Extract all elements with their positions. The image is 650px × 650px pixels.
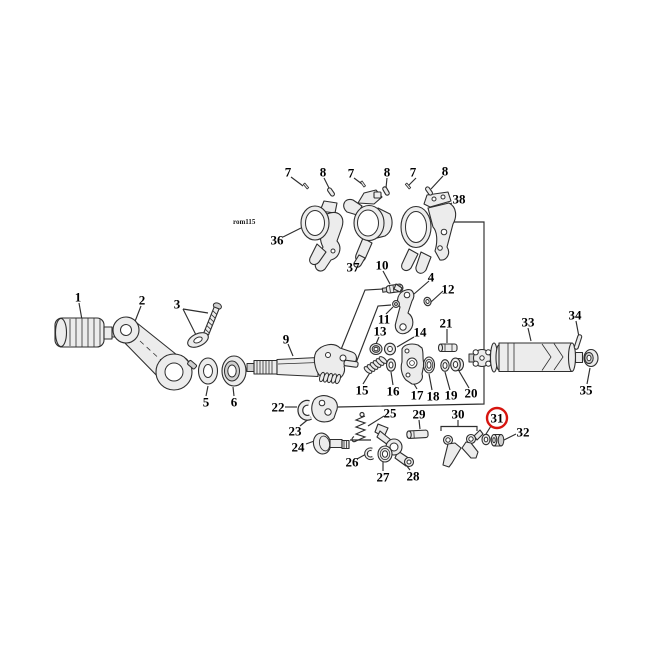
part-34	[573, 334, 583, 350]
part-08-pins	[327, 186, 433, 197]
callout-15: 15	[356, 383, 370, 398]
callout-5: 5	[203, 395, 210, 410]
callout-11: 11	[378, 312, 390, 327]
callout-38: 38	[453, 192, 467, 207]
part-28	[374, 423, 415, 468]
part-29	[406, 429, 429, 439]
callout-8: 8	[384, 165, 391, 180]
callout-4: 4	[428, 270, 435, 285]
part-09	[246, 343, 359, 385]
callout-28: 28	[407, 469, 421, 484]
callout-27: 27	[377, 470, 391, 485]
part-23	[311, 395, 338, 423]
callout-31: 31	[491, 411, 504, 426]
callout-30: 30	[452, 407, 465, 422]
part-36	[300, 200, 344, 272]
part-19	[440, 359, 450, 372]
callout-2: 2	[139, 293, 146, 308]
callout-25: 25	[384, 406, 398, 421]
part-22	[297, 399, 312, 421]
part-38	[400, 191, 457, 274]
callout-1: 1	[75, 290, 82, 305]
part-27	[377, 445, 393, 463]
part-24	[312, 432, 350, 455]
part-30	[442, 429, 484, 468]
callout-16: 16	[387, 384, 401, 399]
part-25	[351, 411, 367, 443]
callout-29: 29	[413, 407, 427, 422]
callout-36: 36	[271, 233, 285, 248]
callout-20: 20	[465, 386, 478, 401]
part-02	[112, 316, 198, 391]
callout-8: 8	[442, 164, 449, 179]
callout-6: 6	[231, 395, 238, 410]
callout-23: 23	[289, 424, 303, 439]
part-05	[197, 357, 219, 385]
callout-12: 12	[442, 282, 455, 297]
callout-22: 22	[272, 400, 285, 415]
callout-8: 8	[320, 165, 327, 180]
part-21	[437, 343, 458, 353]
part-12	[423, 296, 432, 307]
part-35	[583, 348, 599, 368]
part-17	[400, 343, 425, 385]
callout-9: 9	[283, 332, 290, 347]
callout-13: 13	[374, 324, 388, 339]
part-18	[422, 356, 436, 374]
part-06	[221, 355, 247, 387]
callout-14: 14	[414, 325, 428, 340]
part-13	[369, 342, 383, 356]
part-33	[468, 342, 584, 373]
callout-10: 10	[376, 258, 389, 273]
callout-35: 35	[580, 383, 594, 398]
callout-37: 37	[347, 260, 361, 275]
part-32	[490, 433, 505, 447]
part-01	[54, 317, 118, 348]
part-07-pins	[302, 180, 412, 190]
part-15	[363, 356, 388, 374]
part-14	[383, 342, 397, 356]
callout-33: 33	[522, 315, 536, 330]
callout-34: 34	[569, 308, 583, 323]
part-26	[364, 447, 374, 460]
callout-7: 7	[348, 166, 355, 181]
part-11	[392, 300, 400, 308]
callout-18: 18	[427, 389, 441, 404]
part-16	[385, 358, 397, 372]
callout-32: 32	[517, 425, 530, 440]
callout-21: 21	[440, 316, 453, 331]
part-20	[450, 357, 465, 372]
callout-7: 7	[285, 165, 292, 180]
highlight-circle	[485, 406, 509, 430]
part-31	[481, 433, 491, 446]
figure-code: rom115	[233, 218, 256, 226]
callout-17: 17	[411, 388, 425, 403]
callout-26: 26	[346, 455, 360, 470]
callout-19: 19	[445, 388, 459, 403]
part-04	[393, 283, 415, 335]
callout-3: 3	[174, 297, 181, 312]
callout-24: 24	[292, 440, 306, 455]
part-37	[343, 189, 393, 268]
callout-7: 7	[410, 165, 417, 180]
part-03	[187, 302, 222, 348]
